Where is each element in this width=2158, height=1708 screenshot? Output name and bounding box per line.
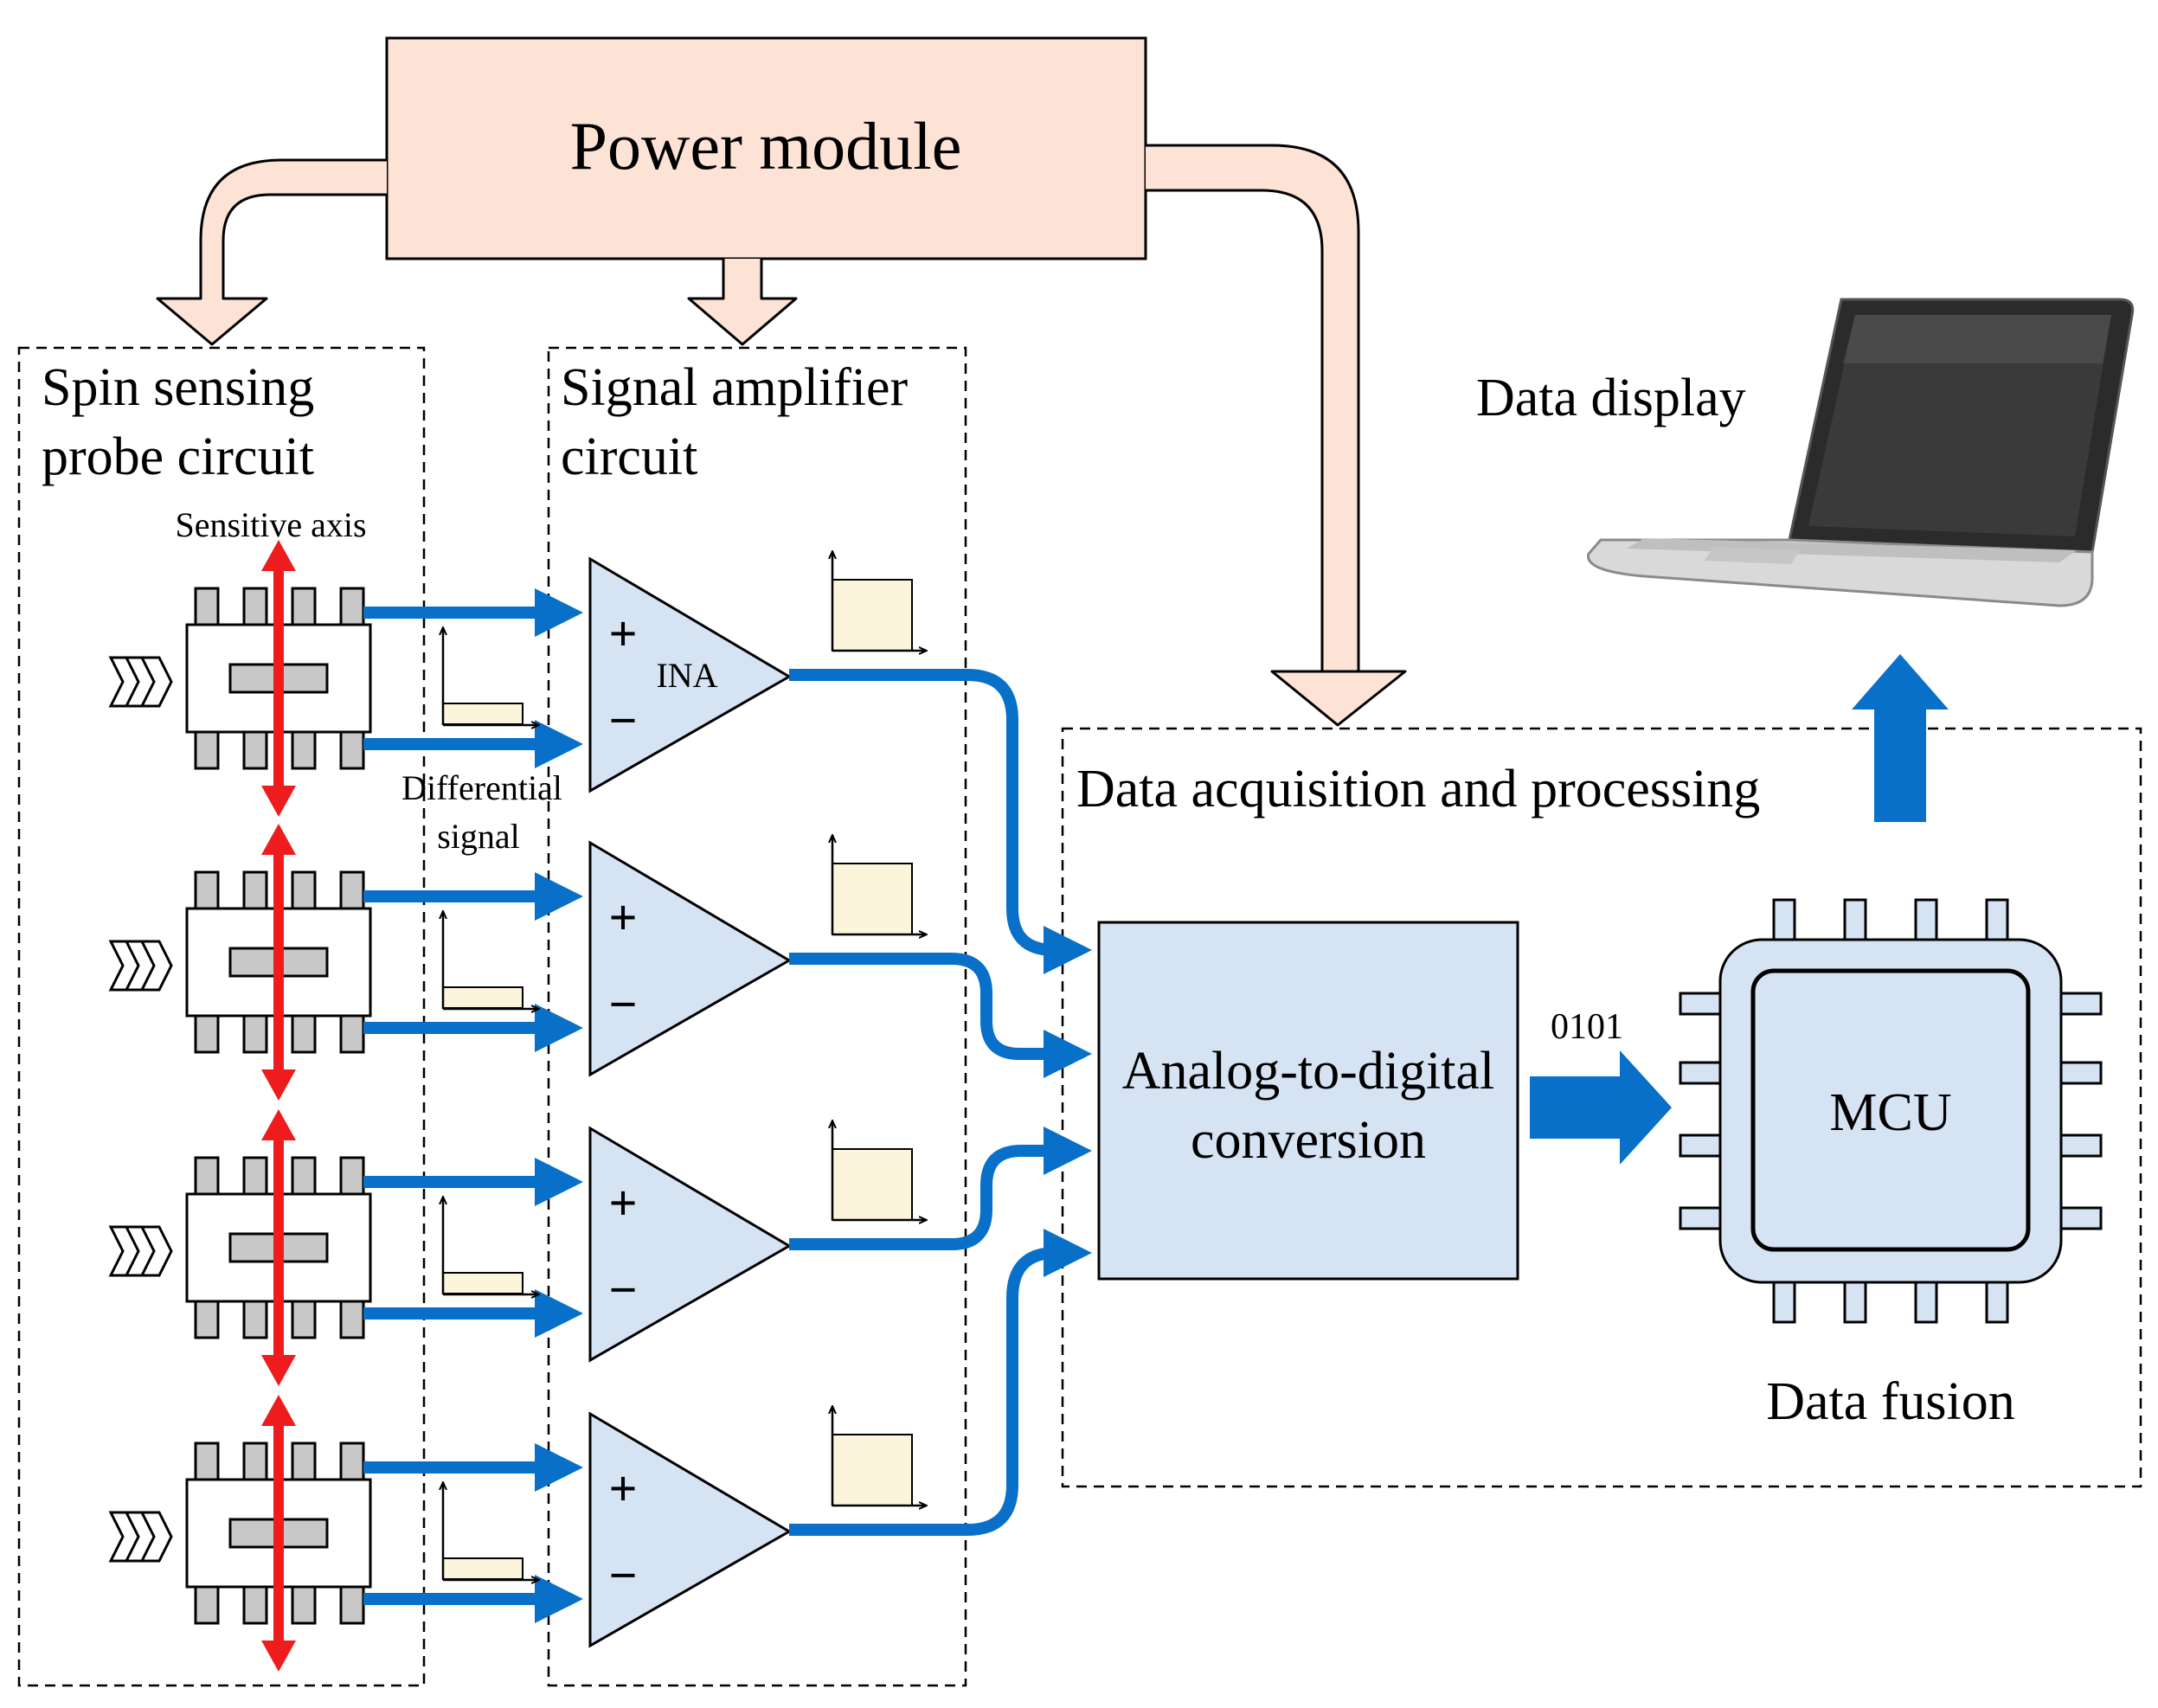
sensitive-axis-arrow: [261, 1109, 296, 1386]
amplifier-triangle: + − INA: [588, 556, 792, 793]
differential-signal-plot: [443, 1483, 538, 1580]
amplified-signal-plot: [832, 552, 926, 651]
power-arrow-left: [156, 158, 387, 346]
amplified-signal-plot: [832, 1407, 926, 1506]
amplifier-output-line-2: [789, 953, 1092, 1078]
chevron-icon: [108, 940, 173, 992]
chevron-icon: [108, 656, 173, 708]
sensor-channel-3: + −: [108, 1109, 1092, 1386]
power-module-label: Power module: [570, 108, 962, 183]
amplifier-section-title-line2: circuit: [561, 427, 697, 486]
chevron-icon: [108, 1511, 173, 1563]
sensor-channel-1: + − INA: [108, 540, 1092, 974]
plus-sign: +: [608, 1175, 637, 1231]
data-fusion-label: Data fusion: [1766, 1372, 2015, 1431]
mcu-chip: MCU: [1679, 898, 2103, 1324]
sensitive-axis-arrow: [261, 1395, 296, 1672]
adc-to-mcu-arrow: [1530, 1050, 1672, 1165]
sensitive-axis-arrow: [261, 824, 296, 1101]
ina-label: INA: [656, 656, 717, 695]
bits-label: 0101: [1551, 1007, 1623, 1047]
sensor-channel-4: + −: [108, 1229, 1092, 1672]
plus-sign: +: [608, 1461, 637, 1517]
power-arrow-right: [1146, 144, 1407, 727]
amplifier-output-line-3: [789, 1127, 1092, 1250]
probe-section-title-line1: Spin sensing: [42, 358, 314, 417]
minus-sign: −: [608, 1547, 637, 1603]
adc-block: Analog-to-digital conversion: [1097, 921, 1519, 1281]
adc-label-line1: Analog-to-digital: [1122, 1042, 1494, 1101]
minus-sign: −: [608, 976, 637, 1032]
probe-section-box: [17, 346, 426, 1687]
sensitive-axis-arrow: [261, 540, 296, 817]
plus-sign: +: [608, 889, 637, 946]
data-display-label: Data display: [1476, 369, 1746, 427]
sensor-channel-2: + −: [108, 824, 1092, 1101]
adc-label-line2: conversion: [1191, 1111, 1426, 1170]
differential-signal-line2: signal: [437, 817, 520, 856]
power-module: Power module: [385, 36, 1147, 260]
amplified-signal-plot: [832, 836, 926, 934]
minus-sign: −: [608, 1262, 637, 1318]
differential-signal-plot: [443, 628, 538, 725]
plus-sign: +: [608, 606, 637, 662]
daq-section-title: Data acquisition and processing: [1076, 760, 1760, 819]
differential-signal-line1: Differential: [401, 768, 562, 807]
amplifier-triangle: + −: [588, 840, 792, 1077]
daq-to-display-arrow: [1852, 654, 1949, 822]
amplifier-output-line-4: [789, 1229, 1092, 1536]
sensitive-axis-label: Sensitive axis: [175, 505, 366, 544]
daq-section-box: [1061, 727, 2142, 1488]
amplifier-triangle: + −: [588, 1126, 792, 1363]
minus-sign: −: [608, 692, 637, 748]
amplifier-section-title-line1: Signal amplifier: [561, 358, 909, 417]
amplified-signal-plot: [832, 1121, 926, 1220]
chevron-icon: [108, 1225, 173, 1277]
differential-signal-plot: [443, 1198, 538, 1294]
differential-signal-plot: [443, 912, 538, 1009]
probe-section-title-line2: probe circuit: [42, 427, 314, 486]
laptop-icon: [1587, 298, 2135, 607]
amplifier-triangle: + −: [588, 1411, 792, 1648]
mcu-label: MCU: [1829, 1083, 1951, 1142]
amplifier-output-line-1: [789, 669, 1092, 974]
power-arrow-middle: [687, 259, 798, 346]
